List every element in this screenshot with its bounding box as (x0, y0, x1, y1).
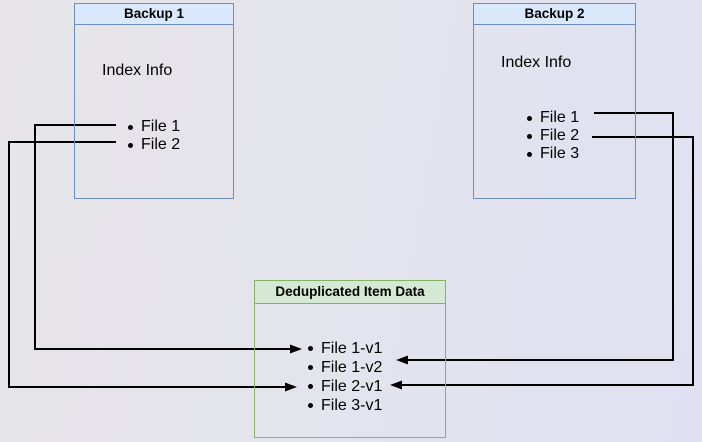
file-list: File 1-v1 File 1-v2 File 2-v1 File 3-v1 (308, 339, 382, 415)
list-item-label: File 1 (540, 109, 580, 126)
list-item: File 2 (527, 127, 579, 145)
list-item-label: File 2 (141, 136, 181, 153)
bullet-icon (527, 151, 532, 157)
node-title: Backup 1 (75, 4, 233, 25)
list-item-label: File 1-v1 (321, 339, 383, 357)
list-item: File 1-v1 (308, 339, 382, 358)
list-item: File 3-v1 (308, 396, 382, 415)
node-backup-1: Backup 1 Index Info File 1 File 2 (74, 3, 234, 199)
list-item: File 1 (527, 109, 579, 127)
list-item: File 1 (128, 118, 180, 136)
node-backup-2: Backup 2 Index Info File 1 File 2 File 3 (473, 3, 636, 199)
list-item-label: File 2-v1 (321, 377, 383, 395)
list-item: File 2-v1 (308, 377, 382, 396)
list-item-label: File 1-v2 (321, 358, 383, 376)
list-item: File 3 (527, 145, 579, 163)
node-subtitle: Index Info (501, 54, 572, 71)
list-item-label: File 3-v1 (321, 396, 383, 414)
node-subtitle: Index Info (102, 62, 173, 79)
bullet-icon (527, 115, 532, 121)
bullet-icon (527, 133, 532, 139)
bullet-icon (128, 124, 133, 130)
file-list: File 1 File 2 File 3 (527, 109, 579, 163)
list-item: File 1-v2 (308, 358, 382, 377)
node-title: Backup 2 (474, 4, 635, 25)
bullet-icon (308, 403, 313, 408)
node-title: Deduplicated Item Data (255, 281, 445, 304)
file-list: File 1 File 2 (128, 118, 180, 154)
bullet-icon (308, 346, 313, 351)
list-item-label: File 3 (540, 145, 580, 162)
list-item: File 2 (128, 136, 180, 154)
bullet-icon (308, 365, 313, 370)
bullet-icon (128, 142, 133, 148)
node-deduplicated-item-data: Deduplicated Item Data File 1-v1 File 1-… (254, 280, 446, 438)
bullet-icon (308, 384, 313, 389)
list-item-label: File 1 (141, 118, 181, 135)
list-item-label: File 2 (540, 127, 580, 144)
